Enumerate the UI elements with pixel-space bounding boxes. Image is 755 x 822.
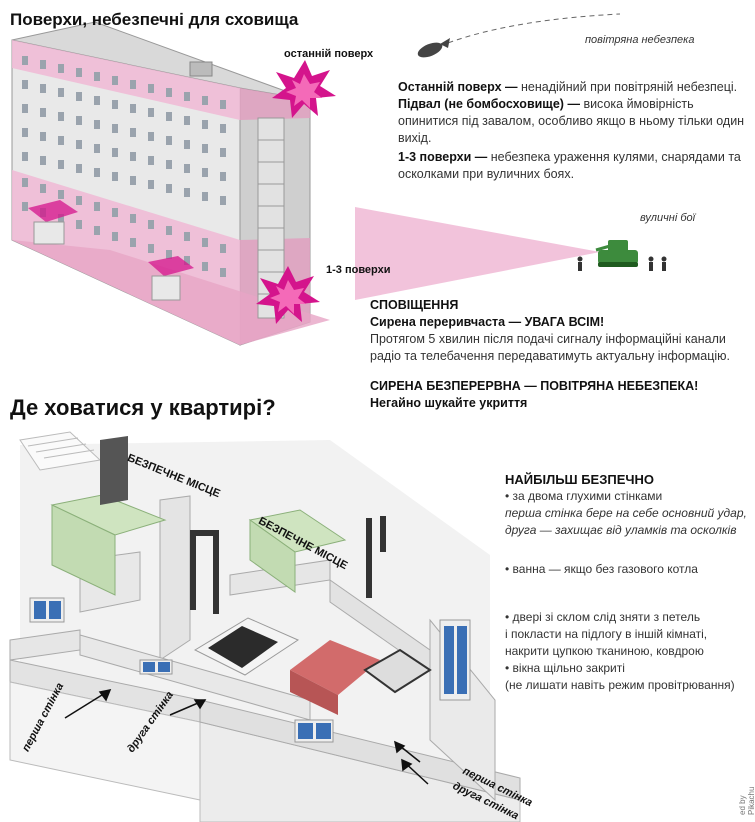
intermittent-text-1: Протягом 5 хвилин після подачі сигналу і… — [370, 332, 726, 346]
safest-header: НАЙБІЛЬШ БЕЗПЕЧНО — [505, 472, 655, 487]
basement-text-3: вихід. — [398, 131, 432, 145]
top-floor-text: ненадійний при повітряній небезпеці. — [521, 80, 738, 94]
street-fight-cone — [355, 207, 600, 300]
basement-text-2: опинитися під завалом, особливо якщо в н… — [398, 114, 745, 128]
safest-block: НАЙБІЛЬШ БЕЗПЕЧНО • за двома глухими сті… — [505, 471, 750, 694]
siren-intermittent: Сирена переривчаста — УВАГА ВСІМ! — [370, 315, 605, 329]
intermittent-text-2: радіо та телебачення передаватимуть акту… — [370, 349, 730, 363]
safest-item-4: • вікна щільно закриті — [505, 661, 625, 675]
safest-item-3-2: і покласти на підлогу в іншій кімнаті, — [505, 627, 708, 641]
safest-item-1-note-2: друга — захищає від уламків та осколків — [505, 523, 737, 537]
safest-item-4-note: (не лишати навіть режим провітрювання) — [505, 678, 735, 692]
floors-text-1: небезпека ураження кулями, снарядами та — [490, 150, 741, 164]
apartment-plan — [9, 431, 521, 822]
safest-item-1-note-1: перша стінка бере на себе основний удар, — [505, 506, 747, 520]
top-floor-title: Останній поверх — — [398, 80, 518, 94]
window-icons — [29, 597, 471, 743]
top-floor-label: останній поверх — [284, 48, 374, 60]
apartment-title: Де ховатися у квартирі? — [10, 395, 276, 420]
credit: ed by Pikachu — [738, 786, 755, 815]
bomb-icon — [417, 13, 621, 58]
continuous-text: Негайно шукайте укриття — [370, 396, 528, 410]
basement-title: Підвал (не бомбосховище) — — [398, 97, 580, 111]
soldier-icons — [577, 256, 667, 271]
siren-continuous: СИРЕНА БЕЗПЕРЕРВНА — ПОВІТРЯНА НЕБЕЗПЕКА… — [370, 379, 699, 393]
safest-item-3-1: • двері зі склом слід зняти з петель — [505, 610, 701, 624]
floors-text-2: осколками при вуличних боях. — [398, 167, 575, 181]
safest-item-3-3: накрити цупкою тканиною, ковдрою — [505, 644, 704, 658]
street-fights-label: вуличні бої — [640, 212, 696, 224]
floors-title: 1-3 поверхи — — [398, 150, 488, 164]
explosion-top-icon — [272, 60, 336, 118]
floors-1-3-label: 1-3 поверхи — [326, 264, 391, 276]
basement-text-1: висока ймовірність — [583, 97, 694, 111]
explosion-bottom-icon — [256, 266, 320, 324]
page-title: Поверхи, небезпечні для сховища — [10, 10, 299, 29]
alerts-block: СПОВІЩЕННЯ Сирена переривчаста — УВАГА В… — [370, 297, 750, 412]
tank-icon — [595, 240, 638, 267]
air-danger-label: повітряна небезпека — [585, 34, 695, 46]
safest-item-1: • за двома глухими стінками — [505, 489, 663, 503]
safest-item-2: • ванна — якщо без газового котла — [505, 562, 698, 576]
floors-info: Останній поверх — ненадійний при повітря… — [398, 79, 748, 183]
alerts-header: СПОВІЩЕННЯ — [370, 298, 459, 312]
